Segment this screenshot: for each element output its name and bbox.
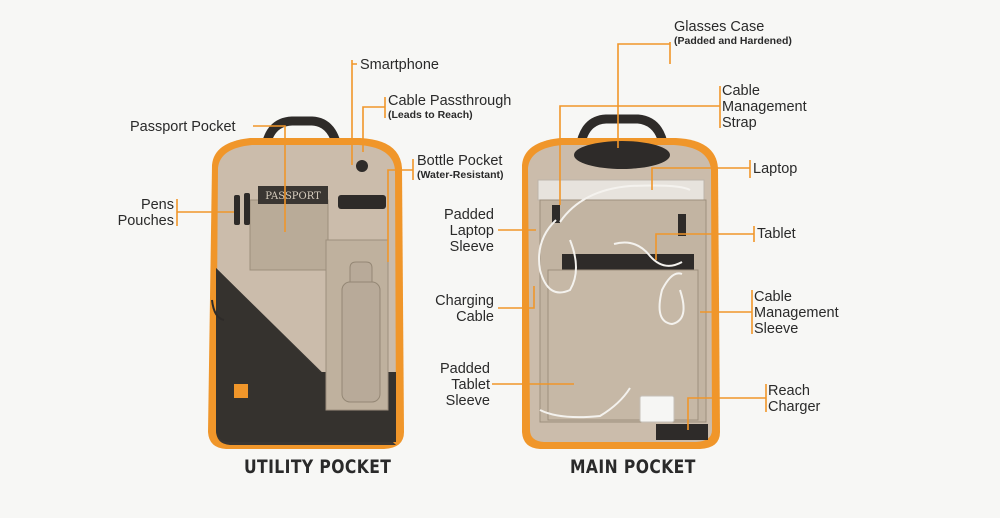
cable-strap-line3: Strap xyxy=(722,115,757,131)
bottle-pocket-sub: (Water-Resistant) xyxy=(417,169,504,181)
bottle-pocket-title: Bottle Pocket xyxy=(417,153,503,169)
cable-sleeve-line2: Management xyxy=(754,305,839,321)
cable-strap-line2: Management xyxy=(722,99,807,115)
padded-laptop-line2: Laptop xyxy=(449,223,494,239)
reach-line2: Charger xyxy=(768,399,821,415)
label-cable-passthrough: Cable Passthrough (Leads to Reach) xyxy=(388,93,511,122)
passport xyxy=(258,186,328,204)
passport-text: PASSPORT xyxy=(265,191,321,202)
utility-pocket-bag: PASSPORT xyxy=(208,116,404,449)
label-laptop: Laptop xyxy=(753,161,798,177)
label-pens: Pens xyxy=(140,197,174,213)
label-smartphone: Smartphone xyxy=(360,57,439,73)
label-charging-cable: Charging Cable xyxy=(414,293,494,325)
label-bottle-pocket: Bottle Pocket (Water-Resistant) xyxy=(417,153,504,182)
leader-lines xyxy=(176,42,767,430)
glasses-case-sub: (Padded and Hardened) xyxy=(674,35,792,47)
label-passport-pocket: Passport Pocket xyxy=(130,119,236,135)
reach-line1: Reach xyxy=(768,383,810,399)
label-padded-laptop-sleeve: Padded Laptop Sleeve xyxy=(420,207,494,255)
label-tablet: Tablet xyxy=(757,226,796,242)
label-padded-tablet-sleeve: Padded Tablet Sleeve xyxy=(416,361,490,409)
padded-tablet-line1: Padded xyxy=(440,361,490,377)
charging-line2: Cable xyxy=(456,309,494,325)
label-cable-management-sleeve: Cable Management Sleeve xyxy=(754,289,839,337)
main-pocket-bag xyxy=(522,114,720,449)
cable-strap-line1: Cable xyxy=(722,83,760,99)
cable-sleeve-line3: Sleeve xyxy=(754,321,799,337)
glasses-case-title: Glasses Case xyxy=(674,19,765,35)
padded-laptop-line1: Padded xyxy=(444,207,494,223)
padded-tablet-line2: Tablet xyxy=(451,377,490,393)
charging-line1: Charging xyxy=(435,293,494,309)
label-reach-charger: Reach Charger xyxy=(768,383,820,415)
caption-utility-pocket: UTILITY POCKET xyxy=(244,456,392,478)
label-glasses-case: Glasses Case (Padded and Hardened) xyxy=(674,19,792,48)
cable-passthrough-sub: (Leads to Reach) xyxy=(388,109,473,121)
caption-main-pocket: MAIN POCKET xyxy=(570,456,696,478)
padded-laptop-line3: Sleeve xyxy=(449,239,494,255)
label-cable-management-strap: Cable Management Strap xyxy=(722,83,807,131)
cable-sleeve-line1: Cable xyxy=(754,289,792,305)
padded-tablet-line3: Sleeve xyxy=(445,393,490,409)
cable-passthrough-title: Cable Passthrough xyxy=(388,93,512,109)
label-pouches: Pouches xyxy=(117,213,174,229)
